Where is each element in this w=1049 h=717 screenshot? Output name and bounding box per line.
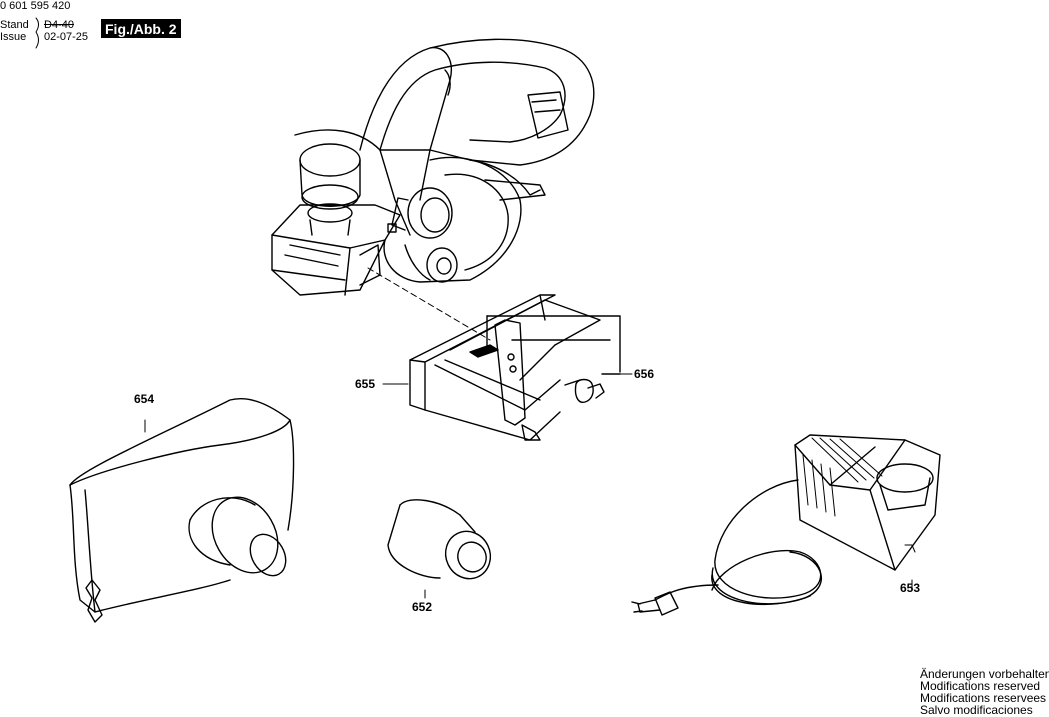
issue-value: 02-07-25 [44, 31, 89, 43]
modifications-notice: Änderungen vorbehalten Modifications res… [920, 668, 1049, 716]
notice-german: Änderungen vorbehalten [920, 667, 1049, 681]
planer-tool-drawing [271, 38, 595, 296]
part-number-654: 654 [134, 392, 155, 406]
charger-drawing [631, 434, 941, 616]
parallel-guide-drawing [409, 294, 621, 441]
stand-label: Stand [0, 19, 29, 31]
notice-french: Modifications reservees [920, 691, 1047, 705]
dust-bag-drawing [69, 398, 295, 623]
notice-spanish: Salvo modificaciones [920, 703, 1033, 717]
part-number-652: 652 [412, 600, 433, 614]
stand-value: D4-40 [44, 19, 74, 31]
drawing-number: 0 601 595 420 [0, 0, 71, 12]
part-number-656: 656 [634, 367, 655, 381]
issue-label: Issue [0, 31, 27, 43]
notice-english: Modifications reserved [920, 679, 1041, 693]
part-number-655: 655 [355, 377, 376, 391]
part-number-653: 653 [900, 581, 921, 595]
figure-label: Fig./Abb. 2 [101, 19, 181, 38]
adapter-drawing [387, 499, 492, 599]
